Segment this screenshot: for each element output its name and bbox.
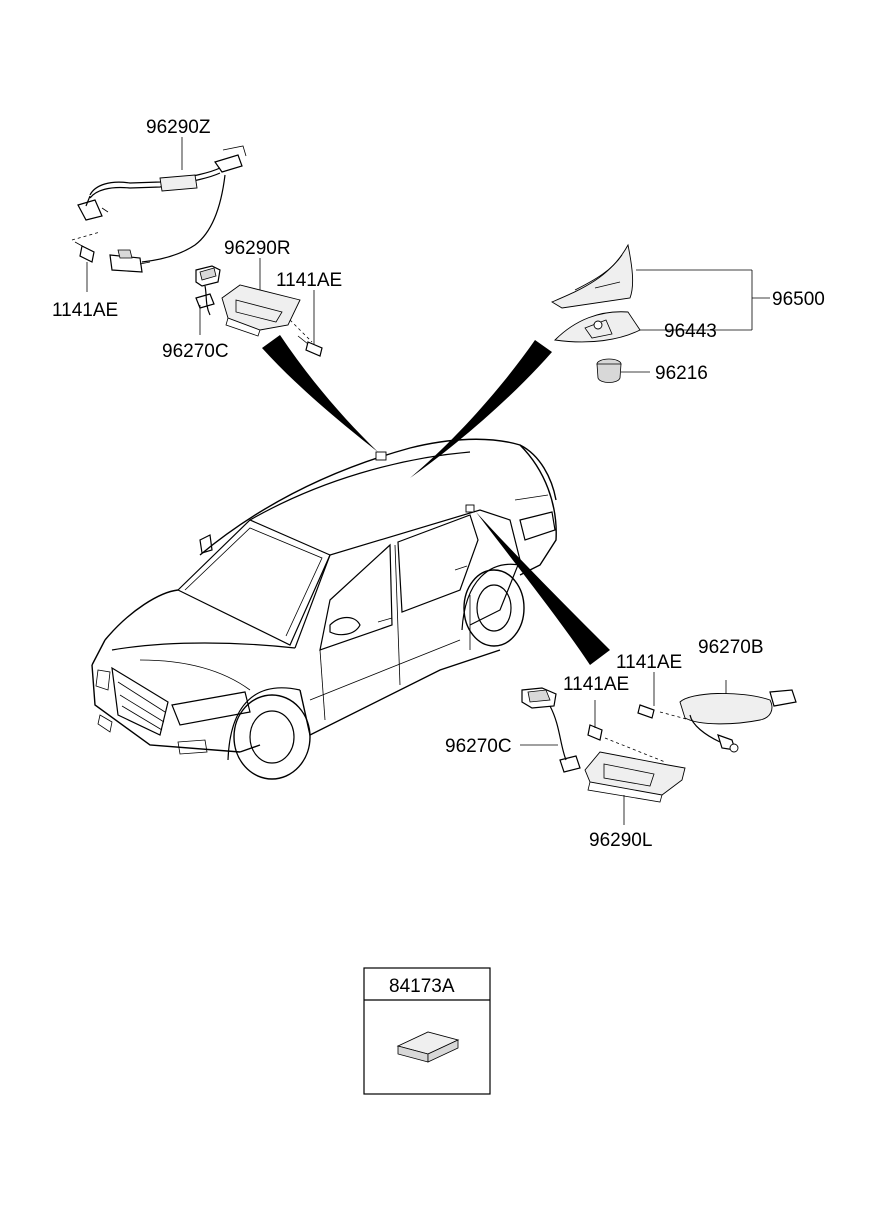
label-1141AE-right: 1141AE (616, 652, 682, 673)
label-96216: 96216 (655, 363, 708, 384)
label-84173A: 84173A (389, 976, 455, 997)
label-96270B: 96270B (698, 637, 764, 658)
label-1141AE-top-center: 1141AE (276, 270, 342, 291)
pad-84173A-box (363, 967, 491, 1095)
roof-antenna-96500 (551, 243, 770, 383)
label-96290L: 96290L (589, 830, 652, 851)
label-96443: 96443 (664, 321, 717, 342)
label-1141AE-top-left: 1141AE (52, 300, 118, 321)
label-1141AE-lower: 1141AE (563, 674, 629, 695)
part-labels: 96290Z 1141AE 96290R 1141AE 96270C 96500… (52, 117, 825, 997)
vehicle-illustration (91, 438, 557, 780)
label-96290R: 96290R (224, 238, 291, 259)
module-96290R (195, 258, 323, 357)
label-96500: 96500 (772, 289, 825, 310)
module-96290L (520, 687, 686, 825)
label-96270C-lower: 96270C (445, 736, 512, 757)
cable-96270B (637, 672, 797, 753)
leader-arrows (262, 335, 610, 665)
label-96290Z: 96290Z (146, 117, 211, 138)
label-96270C-top: 96270C (162, 341, 229, 362)
cable-assembly-96290Z (71, 137, 247, 292)
